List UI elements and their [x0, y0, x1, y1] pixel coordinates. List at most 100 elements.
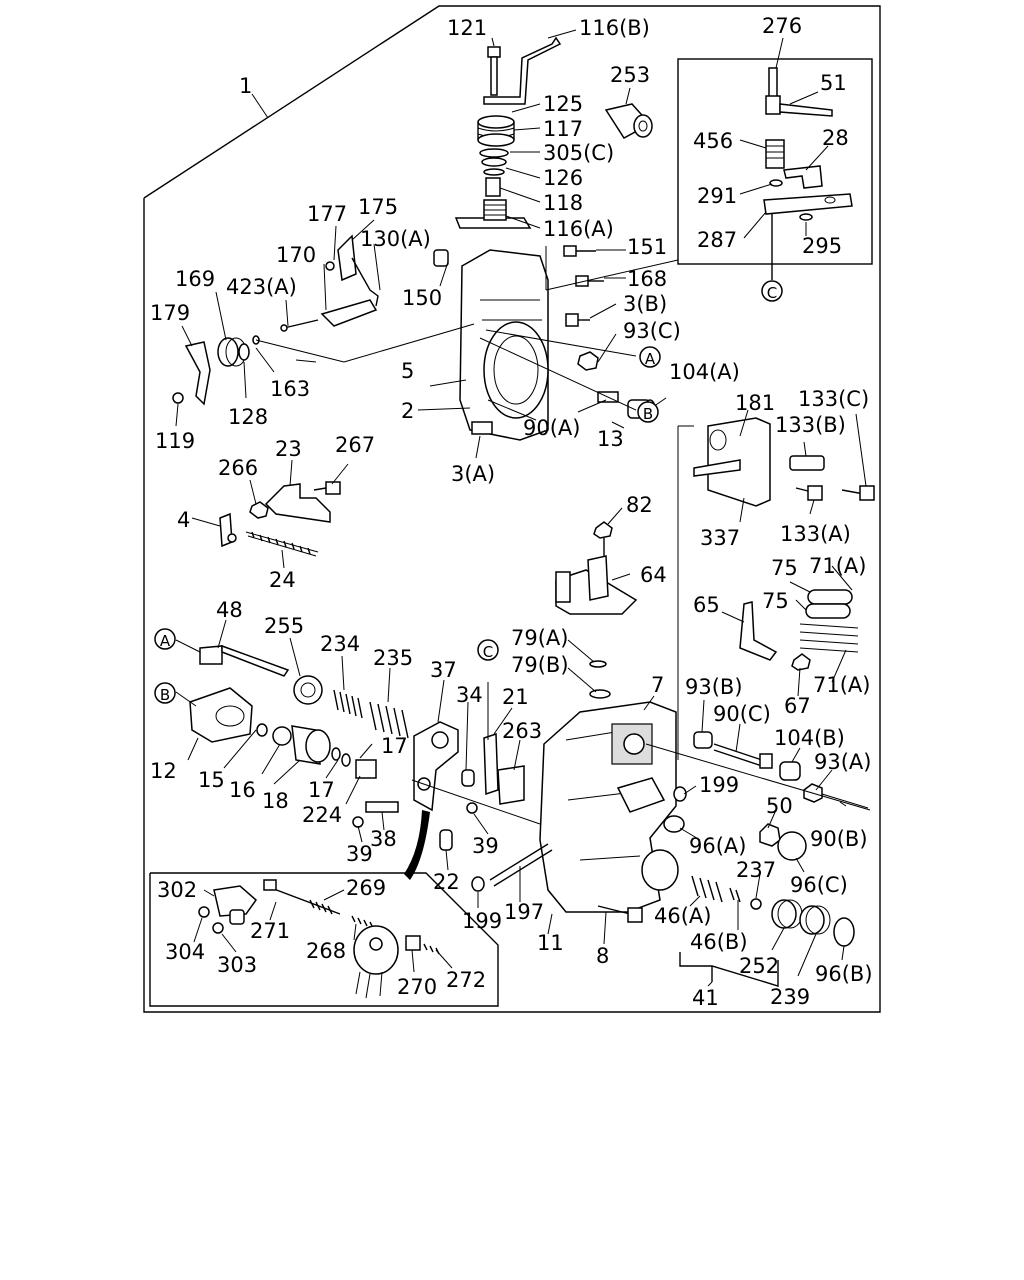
part-bolt-8	[597, 905, 643, 923]
callout-133c: 133(C)	[798, 387, 869, 411]
part-plug-150	[433, 249, 449, 267]
part-block-224	[355, 759, 377, 779]
callout-96b: 96(B)	[815, 962, 873, 986]
part-bushing-22	[439, 829, 453, 851]
callout-34: 34	[456, 683, 483, 707]
callout-11: 11	[537, 931, 564, 955]
callout-22: 22	[433, 870, 460, 894]
callout-67: 67	[784, 694, 811, 718]
callout-291: 291	[697, 184, 737, 208]
callout-labels: 1 121 116(B) 276 253 51 125 117 305(C) 1…	[150, 14, 873, 1010]
part-lever-64	[555, 555, 638, 615]
leader-lines	[175, 29, 871, 987]
callout-50: 50	[766, 794, 793, 818]
callout-3b: 3(B)	[623, 292, 667, 316]
part-spring-24	[245, 531, 319, 557]
part-lever-37	[413, 721, 459, 812]
marker-a-upper-label: A	[645, 350, 656, 368]
callout-117: 117	[543, 117, 583, 141]
inset-frame-bottom-left	[149, 872, 499, 1007]
part-lever-287	[763, 193, 853, 280]
marker-c-upper-label: C	[767, 284, 777, 302]
callout-199-right: 199	[699, 773, 739, 797]
callout-126: 126	[543, 166, 583, 190]
callout-252: 252	[739, 954, 779, 978]
part-spring-169	[217, 337, 247, 367]
callout-305c: 305(C)	[543, 141, 614, 165]
callout-46a: 46(A)	[654, 904, 711, 928]
callout-28: 28	[822, 126, 849, 150]
part-spring-234	[333, 689, 363, 719]
callout-239: 239	[770, 985, 810, 1009]
part-ring-255	[293, 675, 323, 705]
marker-b-upper: B	[637, 401, 659, 423]
part-spring-272	[423, 943, 440, 955]
part-pin-118	[485, 177, 501, 197]
callout-104a: 104(A)	[669, 360, 740, 384]
callout-271: 271	[250, 919, 290, 943]
part-spring-235	[369, 701, 409, 739]
callout-253: 253	[610, 63, 650, 87]
callout-304: 304	[165, 940, 205, 964]
part-springs-71a	[799, 623, 859, 653]
part-nut-266	[249, 501, 269, 519]
part-cover-302	[213, 885, 258, 917]
callout-276: 276	[762, 14, 802, 38]
callout-2: 2	[401, 399, 414, 423]
callout-168: 168	[627, 267, 667, 291]
part-plate-28	[783, 165, 823, 189]
callout-456: 456	[693, 129, 733, 153]
callout-177: 177	[307, 202, 347, 226]
callout-8: 8	[596, 944, 609, 968]
callout-75-lower: 75	[762, 589, 789, 613]
callout-235: 235	[373, 646, 413, 670]
marker-a-upper: A	[639, 346, 661, 368]
callout-266: 266	[218, 456, 258, 480]
callout-71a-upper: 71(A)	[809, 554, 866, 578]
part-bracket-181	[693, 417, 771, 507]
part-washer-237	[750, 898, 762, 910]
callout-4: 4	[177, 508, 190, 532]
callout-39-left: 39	[346, 842, 373, 866]
part-bolt-133c	[841, 485, 875, 501]
part-ring-96a	[663, 815, 685, 833]
callout-15: 15	[198, 768, 225, 792]
marker-a-lower-label: A	[160, 632, 171, 650]
callout-24: 24	[269, 568, 296, 592]
part-housing-11	[539, 701, 679, 913]
callout-287: 287	[697, 228, 737, 252]
part-rod-271	[263, 879, 341, 915]
part-washer-128	[238, 343, 250, 361]
callout-18: 18	[262, 789, 289, 813]
part-cap-96c	[777, 831, 807, 861]
callout-272: 272	[446, 968, 486, 992]
callout-46b: 46(B)	[690, 930, 748, 954]
callout-181: 181	[735, 391, 775, 415]
part-ring-16	[272, 726, 292, 746]
part-cap-96b	[833, 917, 855, 947]
callout-269: 269	[346, 876, 386, 900]
callout-263: 263	[502, 719, 542, 743]
callout-125: 125	[543, 92, 583, 116]
callout-64: 64	[640, 563, 667, 587]
part-rods-75	[805, 589, 853, 619]
callout-21: 21	[502, 685, 529, 709]
part-spring-268	[351, 915, 374, 929]
callout-150: 150	[402, 286, 442, 310]
part-clip-4	[219, 512, 237, 548]
part-lever-179	[172, 341, 211, 406]
callout-12: 12	[150, 759, 177, 783]
part-washer-295	[799, 213, 813, 221]
callout-116a: 116(A)	[543, 217, 614, 241]
callout-130a: 130(A)	[360, 227, 431, 251]
callout-423a: 423(A)	[226, 275, 297, 299]
callout-93c: 93(C)	[623, 319, 681, 343]
callout-255: 255	[264, 614, 304, 638]
callout-75-upper: 75	[771, 556, 798, 580]
callout-41: 41	[692, 986, 719, 1010]
part-cap-252	[771, 899, 803, 929]
part-bolt-267	[313, 481, 341, 495]
callout-295: 295	[802, 234, 842, 258]
callout-51: 51	[820, 71, 847, 95]
